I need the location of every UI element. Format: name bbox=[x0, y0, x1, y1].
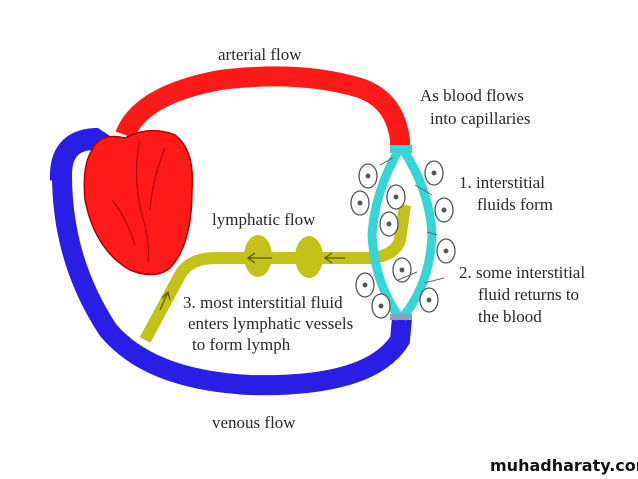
lymphatic-flow-label: lymphatic flow bbox=[212, 210, 316, 229]
step1-label-line1: 1. interstitial bbox=[459, 173, 545, 192]
heart-vein bbox=[135, 139, 149, 263]
arterial-flow-label: arterial flow bbox=[218, 45, 302, 64]
step1-label-line2: fluids form bbox=[477, 195, 553, 214]
heart-vein bbox=[149, 147, 166, 211]
step3-label-line3: to form lymph bbox=[192, 335, 291, 354]
step3-label-line2: enters lymphatic vessels bbox=[188, 314, 353, 333]
lymph-node bbox=[295, 236, 323, 278]
capillary-junction-top bbox=[390, 145, 412, 153]
venous-flow-label: venous flow bbox=[212, 413, 296, 432]
watermark: muhadharaty.com bbox=[490, 456, 638, 475]
step2-label-line1: 2. some interstitial bbox=[459, 263, 585, 282]
step3-label-line1: 3. most interstitial fluid bbox=[183, 293, 343, 312]
step2-label-line2: fluid returns to bbox=[478, 285, 579, 304]
tissue-cells bbox=[350, 160, 456, 319]
heart-shape bbox=[83, 129, 194, 276]
capillary-junction-bottom bbox=[390, 314, 412, 320]
arterial-vessel bbox=[115, 66, 410, 148]
fluid-arrows bbox=[379, 157, 445, 284]
capillaries-label-line2: into capillaries bbox=[430, 109, 531, 128]
step2-label-line3: the blood bbox=[478, 307, 542, 326]
lymphatic-vessel bbox=[139, 204, 411, 343]
heart-vein bbox=[111, 199, 136, 246]
lymph-flow-arrows bbox=[159, 252, 345, 311]
venous-vessel-top bbox=[49, 127, 116, 181]
lymph-node bbox=[244, 235, 272, 277]
capillaries-label-line1: As blood flows bbox=[420, 86, 524, 105]
